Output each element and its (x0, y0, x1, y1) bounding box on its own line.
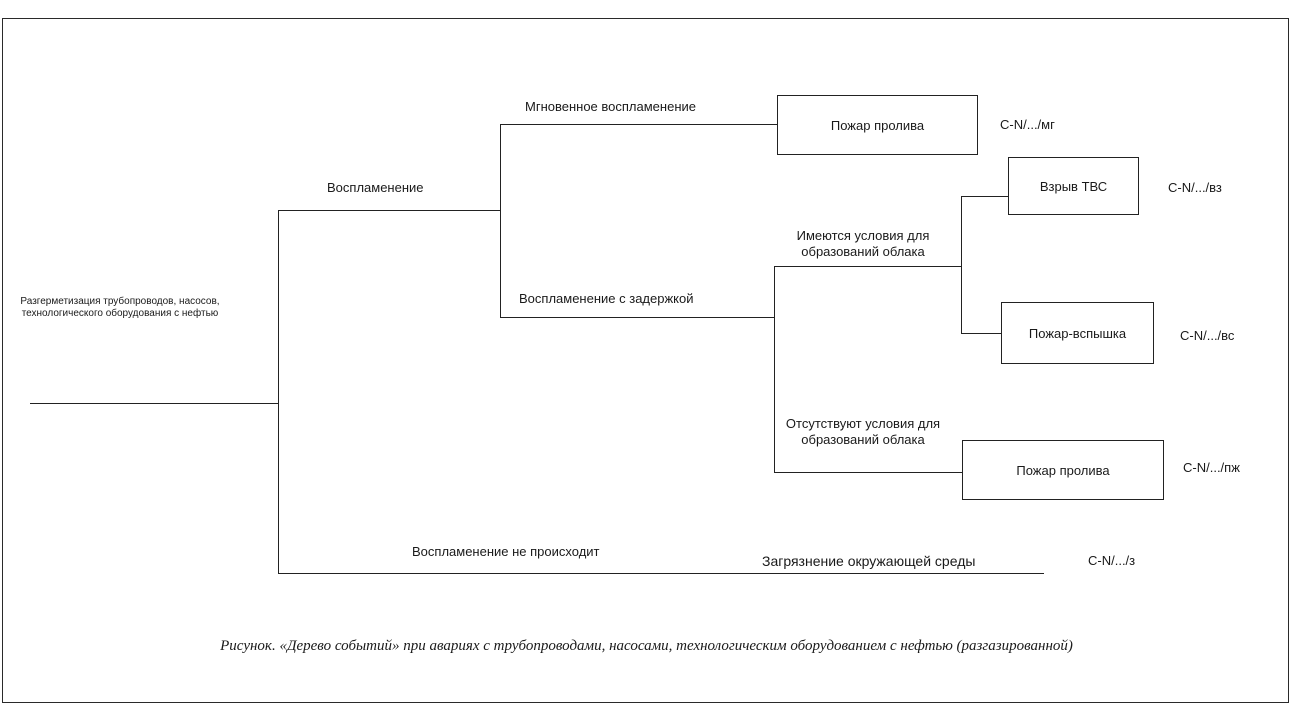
spill-fire-box-1: Пожар пролива (777, 95, 978, 155)
code-pzh: C-N/.../пж (1183, 460, 1240, 475)
delayed-ignition-label: Воспламенение с задержкой (519, 291, 694, 306)
flash-fire-text: Пожар-вспышка (1028, 325, 1127, 341)
ignition-label: Воспламенение (327, 180, 424, 195)
spill-fire-text-2: Пожар пролива (1016, 462, 1110, 478)
explosion-text: Взрыв ТВС (1039, 178, 1108, 194)
spill-fire-text-1: Пожар пролива (830, 117, 925, 133)
flash-fire-box: Пожар-вспышка (1001, 302, 1154, 364)
root-line (30, 403, 278, 404)
cloud-conditions-present-label: Имеются условия для образований облака (796, 228, 930, 259)
cloud-yes-line (774, 266, 961, 267)
instant-ignition-label: Мгновенное воспламенение (525, 99, 696, 114)
explosion-box: Взрыв ТВС (1008, 157, 1139, 215)
code-mg: C-N/.../мг (1000, 117, 1055, 132)
cloud-no-line (774, 472, 962, 473)
code-vz: C-N/.../вз (1168, 180, 1222, 195)
ignition-line (278, 210, 500, 211)
spill-fire-box-2: Пожар пролива (962, 440, 1164, 500)
no-ignition-line (278, 573, 1044, 574)
explosion-line (961, 196, 1008, 197)
delayed-line (500, 317, 774, 318)
level4-vertical (961, 196, 962, 333)
pollution-label: Загрязнение окружающей среды (762, 553, 976, 569)
code-vs: C-N/.../вс (1180, 328, 1235, 343)
flash-line (961, 333, 1001, 334)
level3-vertical (774, 266, 775, 472)
figure-caption: Рисунок. «Дерево событий» при авариях с … (220, 638, 1073, 654)
instant-line (500, 124, 777, 125)
cloud-conditions-absent-label: Отсутствуют условия для образований обла… (785, 416, 941, 447)
no-ignition-label: Воспламенение не происходит (412, 544, 600, 559)
root-event-label: Разгерметизация трубопроводов, насосов, … (20, 296, 220, 319)
level2-vertical (500, 124, 501, 317)
code-z: C-N/.../з (1088, 553, 1136, 568)
level1-vertical (278, 210, 279, 573)
diagram-frame (2, 18, 1289, 703)
